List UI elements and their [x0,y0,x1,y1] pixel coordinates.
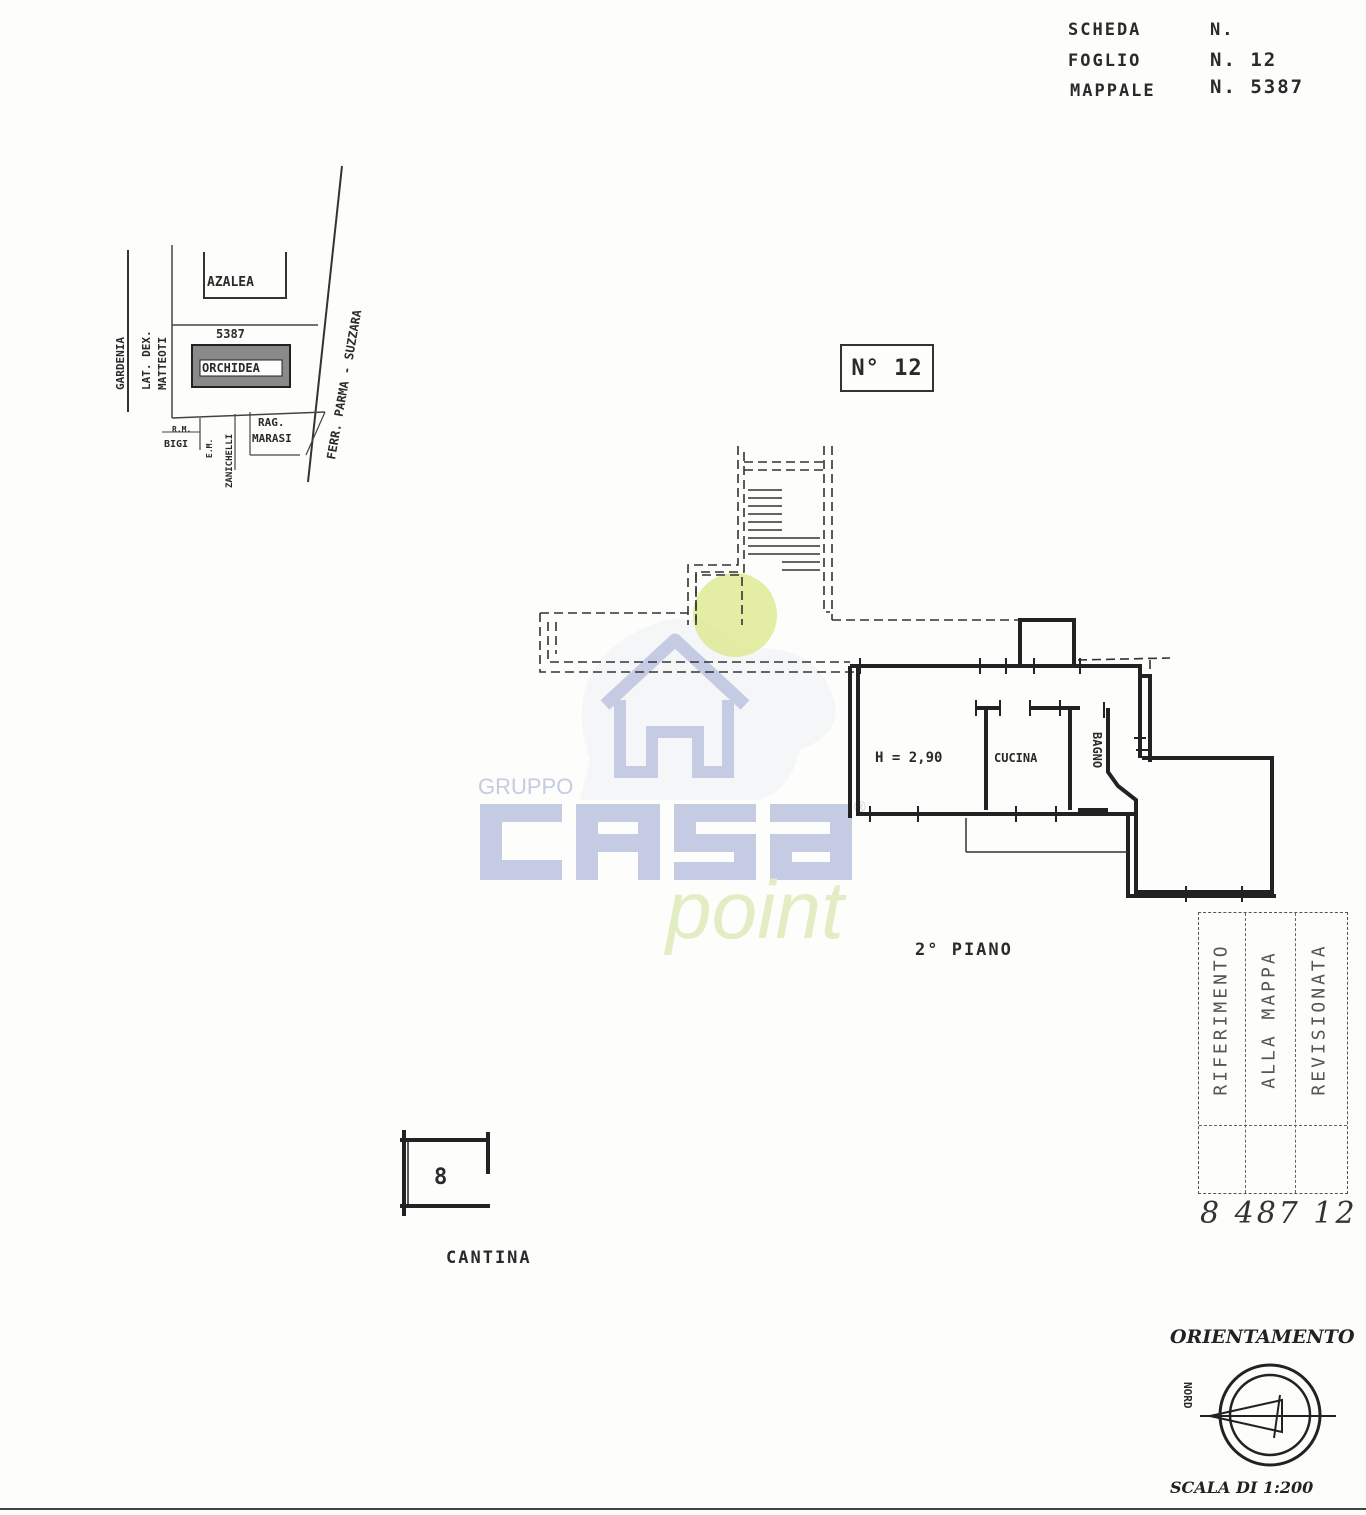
floor-label: 2° PIANO [915,940,1013,960]
scale-label: SCALA DI 1:200 [1170,1478,1314,1497]
site-mappale-label: 5387 [216,327,245,341]
gardenia-label: GARDENIA [114,337,127,390]
zanichelli-em-label: E.M. [205,439,214,458]
watermark-dot-icon [693,573,777,657]
orientation-title: ORIENTAMENTO [1170,1326,1355,1348]
bottom-rule [0,1508,1366,1510]
foglio-label: FOGLIO [1068,51,1142,71]
side-stamp: RIFERIMENTO ALLA MAPPA REVISIONATA [1198,912,1348,1194]
scheda-number: N. [1210,20,1235,40]
bigi-label: BIGI [164,439,188,450]
unit-number-box: N° 12 [840,344,934,392]
stamp-revisionata: REVISIONATA [1308,943,1330,1096]
watermark-gruppo: GRUPPO [478,774,573,799]
cantina-plan: 8 [400,1130,490,1216]
cantina-number: 8 [434,1165,447,1190]
north-arrow-icon [1209,1398,1283,1434]
marasi-label: MARASI [252,432,292,445]
zanichelli-label: ZANICHELLI [225,434,235,488]
stamp-alla-mappa: ALLA MAPPA [1258,950,1280,1089]
scheda-label: SCHEDA [1068,20,1142,40]
watermark-casa-letters [480,804,852,880]
nord-label: NORD [1181,1382,1194,1409]
orchidea-label: ORCHIDEA [202,361,261,375]
matteotti-label: MATTEOTI [156,337,169,390]
stamp-riferimento: RIFERIMENTO [1210,943,1232,1096]
floor-plan: H = 2,90 CUCINA BAGNO [539,446,1276,902]
casa-point-watermark: GRUPPO ® point [478,573,866,956]
cucina-label: CUCINA [994,751,1038,765]
bigi-rm-label: R.M. [172,425,191,434]
bagno-label: BAGNO [1090,732,1104,768]
railway-label: FERR. PARMA - SUZZARA [324,308,364,461]
stamp-handwritten: 8 487 12 [1200,1196,1358,1231]
foglio-number: N. 12 [1210,49,1278,71]
lat-dex-label: LAT. DEX. [140,330,153,390]
azalea-label: AZALEA [207,275,254,290]
room-height-label: H = 2,90 [875,750,942,766]
rag-label: RAG. [258,416,285,429]
cantina-label: CANTINA [446,1248,532,1268]
watermark-point: point [663,865,847,956]
site-plan: AZALEA 5387 ORCHIDEA GARDENIA LAT. DEX. … [114,165,364,488]
compass: NORD [1181,1363,1336,1467]
mappale-label: MAPPALE [1070,81,1156,101]
mappale-number: N. 5387 [1210,76,1305,98]
